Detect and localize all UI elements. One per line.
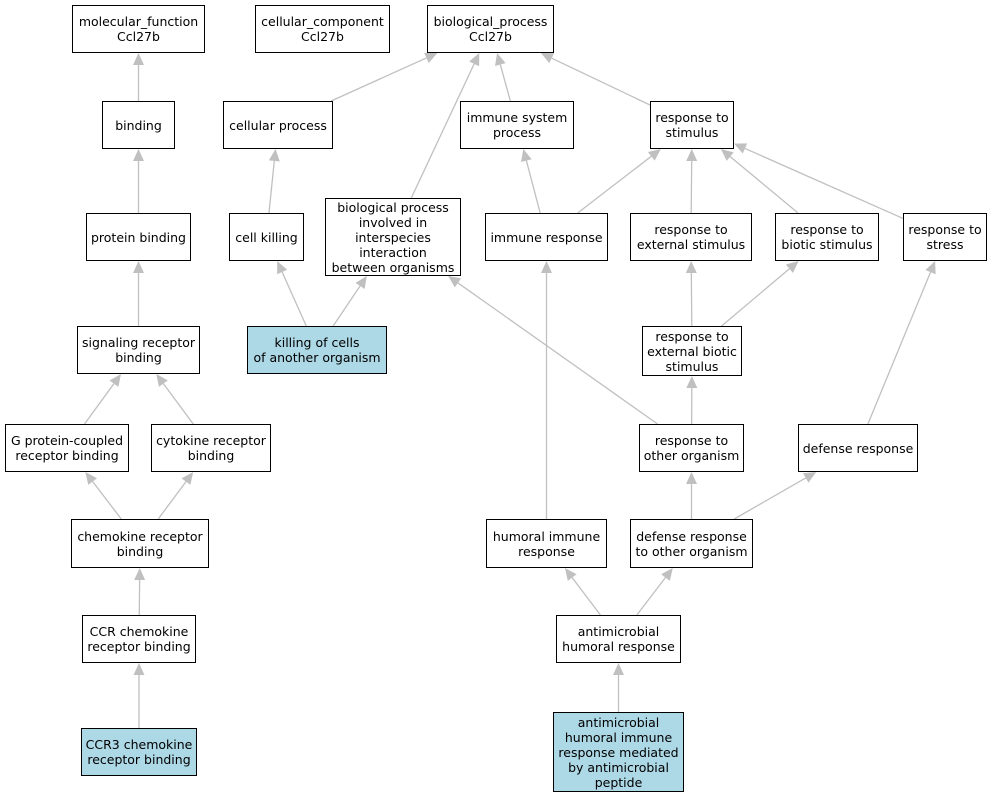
arrowhead-rstress	[925, 261, 936, 275]
arrowhead-protbind	[133, 261, 144, 273]
arrowhead-defother	[661, 568, 673, 581]
node-defense-response-to-other-organism[interactable]: defense response to other organism	[630, 519, 753, 568]
arrowhead-rother	[686, 472, 697, 484]
arrowhead-rextbio	[686, 376, 698, 389]
arrowhead-sigrec	[156, 374, 168, 387]
edge-isp-to-bp	[499, 64, 512, 102]
node-killing-of-cells-of-another-organism[interactable]: killing of cells of another organism	[247, 326, 387, 374]
arrowhead-bp	[495, 53, 506, 67]
arrowhead-humimm	[564, 568, 577, 581]
node-g-protein-coupled-receptor-binding[interactable]: G protein-coupled receptor binding	[5, 424, 129, 472]
node-ccr3-chemokine-receptor-binding[interactable]: CCR3 chemokine receptor binding	[81, 728, 197, 776]
node-protein-binding[interactable]: protein binding	[86, 213, 191, 261]
node-molecular-function[interactable]: molecular_function Ccl27b	[72, 5, 205, 53]
arrowhead-sigrec	[109, 374, 121, 387]
edge-antihum-to-humimm	[571, 577, 601, 616]
edge-cytrec-to-sigrec	[162, 383, 194, 425]
edge-gpcr-to-sigrec	[83, 383, 115, 425]
node-response-to-stimulus[interactable]: response to stimulus	[650, 101, 734, 149]
node-cell-killing[interactable]: cell killing	[229, 213, 304, 261]
arrowhead-ccrchem	[133, 663, 145, 675]
arrowhead-chemrec	[134, 568, 146, 581]
node-immune-response[interactable]: immune response	[485, 213, 608, 261]
arrowhead-immresp	[541, 261, 552, 273]
edge-killcells-to-bpinter	[332, 285, 361, 327]
edge-bpinter-to-bp	[410, 63, 475, 199]
node-binding[interactable]: binding	[102, 101, 175, 149]
node-response-to-biotic-stimulus[interactable]: response to biotic stimulus	[775, 213, 879, 261]
edge-rstim-to-bp	[551, 57, 651, 106]
arrowhead-bpinter	[448, 276, 462, 288]
node-signaling-receptor-binding[interactable]: signaling receptor binding	[77, 326, 200, 374]
edge-rextbio-to-rbio	[721, 268, 790, 327]
edge-chemrec-to-gpcr	[92, 481, 122, 520]
node-response-to-other-organism[interactable]: response to other organism	[639, 424, 744, 472]
node-chemokine-receptor-binding[interactable]: chemokine receptor binding	[71, 519, 209, 568]
arrowhead-cytrec	[181, 472, 194, 485]
arrowhead-defresp	[803, 472, 817, 483]
arrowhead-rstim	[686, 149, 698, 162]
edge-defresp-to-rstress	[867, 271, 932, 425]
arrowhead-bpinter	[355, 276, 367, 290]
node-defense-response[interactable]: defense response	[798, 424, 918, 472]
node-cellular-process[interactable]: cellular process	[223, 101, 333, 149]
arrowhead-rext	[685, 261, 697, 274]
arrowhead-rstim	[647, 149, 661, 161]
edge-rstress-to-rstim	[744, 147, 904, 220]
node-ccr-chemokine-receptor-binding[interactable]: CCR chemokine receptor binding	[82, 615, 196, 663]
node-response-to-external-stimulus[interactable]: response to external stimulus	[630, 213, 752, 261]
arrowhead-isp	[521, 149, 532, 163]
node-antimicrobial-humoral-response[interactable]: antimicrobial humoral response	[556, 615, 681, 663]
node-response-to-stress[interactable]: response to stress	[903, 213, 987, 261]
node-humoral-immune-response[interactable]: humoral immune response	[486, 519, 607, 568]
edge-antihum-to-defother	[636, 577, 667, 616]
node-antimicrobial-peptide-response[interactable]: antimicrobial humoral immune response me…	[553, 712, 684, 792]
arrowhead-cellkill	[277, 261, 288, 275]
arrowhead-bp	[469, 53, 480, 67]
edge-chemrec-to-cytrec	[157, 481, 187, 520]
arrowhead-bp	[540, 53, 555, 64]
node-cytokine-receptor-binding[interactable]: cytokine receptor binding	[151, 424, 271, 472]
node-response-to-external-biotic-stimulus[interactable]: response to external biotic stimulus	[642, 326, 742, 376]
edge-cellproc-to-bp	[330, 57, 427, 102]
arrowhead-antihum	[613, 663, 624, 675]
node-biological-process[interactable]: biological_process Ccl27b	[427, 5, 554, 53]
arrowhead-gpcr	[85, 472, 98, 485]
arrowhead-rbio	[785, 261, 799, 273]
node-bp-interspecies-interaction[interactable]: biological process involved in interspec…	[325, 198, 461, 276]
arrowhead-binding	[133, 149, 144, 161]
arrowhead-rstim	[720, 149, 734, 161]
arrowhead-rstim	[734, 143, 748, 154]
edge-killcells-to-cellkill	[281, 271, 307, 327]
edge-rbio-to-rstim	[729, 156, 799, 214]
node-cellular-component[interactable]: cellular_component Ccl27b	[255, 5, 390, 53]
arrowhead-cellproc	[268, 149, 280, 162]
arrowhead-bp	[424, 52, 438, 63]
edge-immresp-to-rstim	[577, 155, 652, 214]
edge-immresp-to-isp	[525, 160, 541, 214]
arrowhead-mf	[133, 53, 144, 65]
edge-defother-to-defresp	[733, 477, 807, 520]
edge-cellkill-to-cellproc	[268, 160, 275, 214]
edge-rother-to-bpinter	[457, 282, 658, 425]
node-immune-system-process[interactable]: immune system process	[460, 101, 574, 149]
